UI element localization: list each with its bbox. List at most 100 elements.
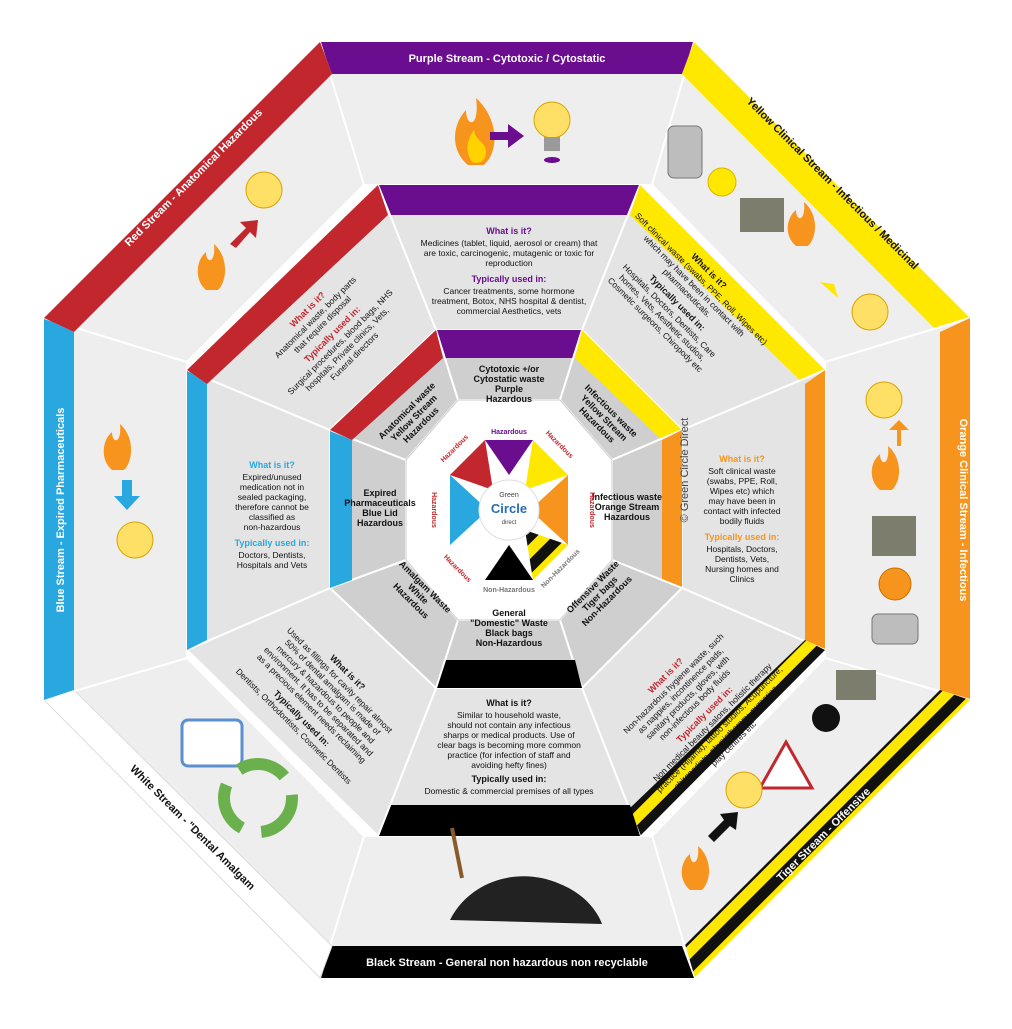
red-middle-band [187, 185, 388, 384]
blue-inner-label: Pharmaceuticals [344, 498, 416, 508]
orange-what-line: Soft clinical waste [708, 466, 776, 476]
logo-sub: direct [502, 520, 517, 526]
purple-stream-title: Purple Stream - Cytotoxic / Cytostatic [409, 53, 606, 65]
blue-title-band [44, 318, 74, 700]
blue-icons [103, 424, 154, 559]
lightbulb-icon [851, 293, 889, 331]
purple-what-line: reproduction [485, 258, 533, 268]
blue-what-line: therefore cannot be [235, 502, 309, 512]
blue-used-line: Doctors, Dentists, [238, 550, 305, 560]
black-inner-label: General [492, 608, 526, 618]
core-tiger-wedge [525, 530, 568, 580]
black-what-line: clear bags is becoming more common [437, 740, 581, 750]
blue-inner-label: Expired [363, 488, 396, 498]
orange-icons [865, 381, 919, 645]
thermometer-warning-icon [757, 738, 815, 790]
orange-inner-label: Hazardous [604, 512, 650, 522]
tiger-middle-band [630, 640, 825, 836]
sterilised-waste-icon [836, 670, 876, 700]
middle-ring [185, 183, 827, 838]
purple-icons [455, 98, 571, 165]
purple-used-line: treatment, Botox, NHS hospital & dentist… [432, 296, 587, 306]
blue-what-line: medication not in [240, 482, 305, 492]
yellow-middle-band [630, 185, 825, 384]
recycle-icon [218, 758, 298, 838]
black-what-line: Similar to household waste, [457, 710, 561, 720]
orange-ring-label: Hazardous [588, 492, 595, 528]
purple-description: What is it? Medicines (tablet, liquid, a… [421, 226, 598, 316]
black-what-line: practice (for infection of staff and [447, 750, 570, 760]
tiger-icons [681, 670, 876, 890]
logo-main: Circle [491, 501, 527, 516]
blue-middle-band [187, 370, 207, 650]
autoclave-icon [871, 613, 919, 645]
blue-what-line: sealed packaging, [238, 492, 307, 502]
lightbulb-icon [533, 101, 571, 163]
orange-what-line: (swabs, PPE, Roll, [707, 476, 777, 486]
soil-heap-icon [450, 876, 602, 924]
blue-what-line: non-hazardous [244, 522, 301, 532]
orange-middle-band [805, 370, 825, 650]
lightbulb-icon [116, 521, 154, 559]
yellow-icons [667, 125, 889, 331]
saw-blade-icon [707, 167, 737, 197]
core-red-wedge [450, 440, 493, 490]
blue-stream-title: Blue Stream - Expired Pharmaceuticals [55, 408, 67, 613]
blue-what-heading: What is it? [249, 460, 295, 470]
black-what-heading: What is it? [486, 698, 532, 708]
purple-title-band [320, 42, 694, 74]
blue-inner-label: Blue Lid [362, 508, 398, 518]
black-what-line: avoiding hefty fines) [471, 760, 547, 770]
sterilised-waste-icon [740, 198, 784, 232]
orange-used-line: Dentists, Vets, [715, 554, 769, 564]
arrow-icon [114, 480, 140, 510]
tiger-title-band [682, 690, 970, 978]
orange-what-heading: What is it? [719, 454, 765, 464]
purple-ring-label: Hazardous [491, 429, 527, 436]
black-used-line: Domestic & commercial premises of all ty… [424, 786, 593, 796]
blue-inner-label: Hazardous [357, 518, 403, 528]
black-ring-label: Non-Hazardous [483, 587, 535, 594]
orange-inner-band [662, 430, 682, 588]
black-description: What is it? Similar to household waste, … [424, 698, 593, 796]
flame-icon [103, 424, 132, 470]
purple-inner-label: Hazardous [486, 394, 532, 404]
autoclave-icon [667, 125, 703, 179]
spade-icon [450, 827, 464, 879]
blue-inner-band [330, 430, 352, 588]
purple-what-heading: What is it? [486, 226, 532, 236]
core: Green Circle direct [405, 399, 613, 621]
arrow-icon [708, 812, 738, 842]
watermark: © Green Circle Direct [679, 418, 691, 523]
red-inner-band [330, 330, 443, 440]
blue-description: What is it? Expired/unused medication no… [235, 460, 310, 570]
core-orange-wedge [530, 475, 568, 545]
black-stream-title: Black Stream - General non hazardous non… [366, 957, 648, 969]
orange-used-heading: Typically used in: [705, 532, 780, 542]
blue-what-line: Expired/unused [242, 472, 301, 482]
flame-icon [197, 244, 226, 290]
black-inner-label: "Domestic" Waste [470, 618, 548, 628]
purple-inner-band [436, 330, 582, 358]
purple-inner-label: Cytotoxic +/or [479, 364, 540, 374]
yellow-title-band [682, 42, 970, 332]
black-middle-band [378, 805, 640, 836]
purple-inner-label: Purple [495, 384, 523, 394]
red-title-band [44, 42, 332, 332]
blue-ring-label: Hazardous [430, 492, 437, 528]
orange-what-line: contact with infected [703, 506, 780, 516]
core-purple-wedge [485, 440, 533, 475]
amalgam-separator-icon [180, 718, 244, 768]
lightbulb-icon [725, 771, 763, 809]
orange-inner-label: Infectious waste [592, 492, 662, 502]
purple-what-line: are toxic, carcinogenic, mutagenic or to… [424, 248, 595, 258]
sterilised-waste-icon [872, 516, 916, 556]
flame-icon [681, 846, 710, 890]
arrow-icon [490, 124, 524, 148]
outer-ring [42, 40, 972, 980]
orange-used-line: Clinics [729, 574, 754, 584]
lightbulb-icon [865, 381, 903, 419]
orange-what-line: Wipes etc) which [710, 486, 775, 496]
purple-inner-label: Cytostatic waste [473, 374, 544, 384]
black-icons [450, 827, 602, 924]
